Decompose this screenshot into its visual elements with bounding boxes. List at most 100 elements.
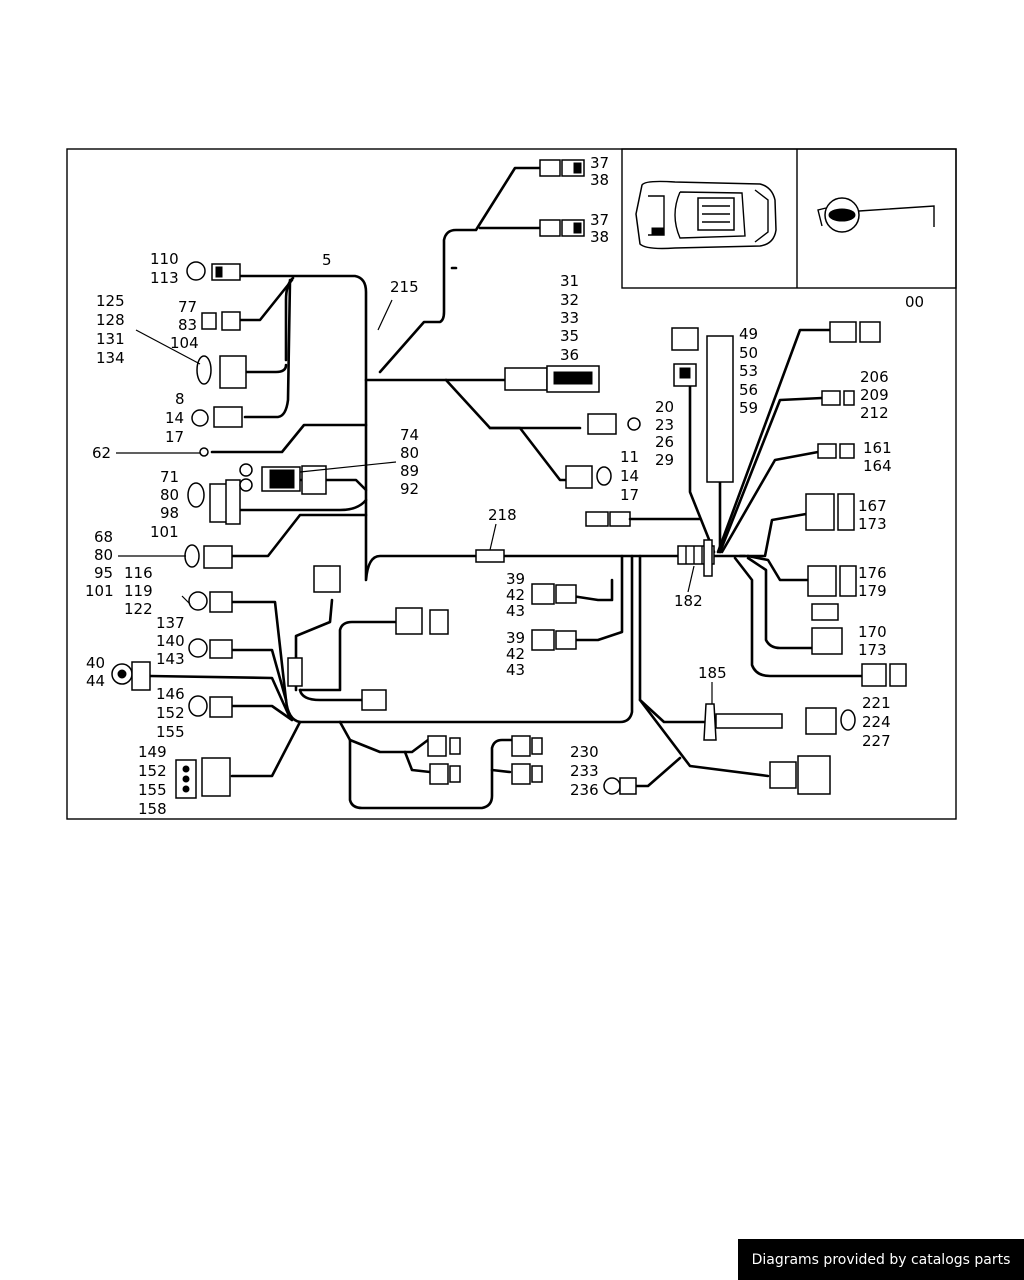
bulb-holder-110 — [186, 261, 206, 281]
callout-176-0: 176 — [858, 564, 887, 582]
callout-37b-0: 37 — [590, 211, 609, 229]
vehicle-inset-frame — [621, 148, 957, 289]
callout-221-0: 221 — [862, 694, 891, 712]
callout-74-3: 92 — [400, 480, 419, 498]
callout-62: 62 — [92, 444, 111, 462]
harness-wires — [148, 166, 864, 810]
callout-71-3: 101 — [150, 523, 179, 541]
attribution-footer: Diagrams provided by catalogs parts — [738, 1239, 1024, 1280]
callout-39a-1: 42 — [506, 586, 525, 604]
callout-206-1: 209 — [860, 386, 889, 404]
callout-230-1: 233 — [570, 762, 599, 780]
callout-167-1: 173 — [858, 515, 887, 533]
callout-230-0: 230 — [570, 743, 599, 761]
callout-5: 5 — [322, 251, 332, 269]
callout-20-0: 20 — [655, 398, 674, 416]
callout-116-1: 119 — [124, 582, 153, 600]
callout-labels: 5 215 110 113 77 83 125 128 131 134 104 … — [85, 154, 892, 818]
vehicle-top-view-icon — [635, 180, 777, 250]
callout-125-1: 128 — [96, 311, 125, 329]
callout-8-2: 17 — [165, 428, 184, 446]
callout-125-2: 131 — [96, 330, 125, 348]
callout-37a-0: 37 — [590, 154, 609, 172]
callout-39b-2: 43 — [506, 661, 525, 679]
callout-8-1: 14 — [165, 409, 184, 427]
callout-49-1: 50 — [739, 344, 758, 362]
callout-146-0: 146 — [156, 685, 185, 703]
callout-77-1: 83 — [178, 316, 197, 334]
callout-137-0: 137 — [156, 614, 185, 632]
page-code-label: 00 — [905, 293, 924, 311]
attribution-text: Diagrams provided by catalogs parts — [751, 1251, 1011, 1268]
callout-218: 218 — [488, 506, 517, 524]
callout-116-2: 122 — [124, 600, 153, 618]
callout-leaders — [116, 299, 713, 704]
callout-146-1: 152 — [156, 704, 185, 722]
callout-77-0: 77 — [178, 298, 197, 316]
callout-221-2: 227 — [862, 732, 891, 750]
callout-146-2: 155 — [156, 723, 185, 741]
callout-170-0: 170 — [858, 623, 887, 641]
callout-149-1: 152 — [138, 762, 167, 780]
callout-71-2: 98 — [160, 504, 179, 522]
callout-149-3: 158 — [138, 800, 167, 818]
callout-137-1: 140 — [156, 632, 185, 650]
callout-176-1: 179 — [858, 582, 887, 600]
callout-11-0: 11 — [620, 448, 639, 466]
callout-71-0: 71 — [160, 468, 179, 486]
callout-39a-2: 43 — [506, 602, 525, 620]
callout-20-3: 29 — [655, 451, 674, 469]
callout-230-2: 236 — [570, 781, 599, 799]
callout-40-1: 44 — [86, 672, 105, 690]
callout-20-1: 23 — [655, 416, 674, 434]
callout-68-3: 101 — [85, 582, 114, 600]
callout-221-1: 224 — [862, 713, 891, 731]
callout-49-4: 59 — [739, 399, 758, 417]
callout-31-0: 31 — [560, 272, 579, 290]
callout-215: 215 — [390, 278, 419, 296]
callout-39a-0: 39 — [506, 570, 525, 588]
callout-31-1: 32 — [560, 291, 579, 309]
callout-31-4: 36 — [560, 346, 579, 364]
callout-110-0: 110 — [150, 250, 179, 268]
callout-39b-0: 39 — [506, 629, 525, 647]
diagram-frame — [66, 148, 957, 820]
callout-74-1: 80 — [400, 444, 419, 462]
callout-68-2: 95 — [94, 564, 113, 582]
callout-137-2: 143 — [156, 650, 185, 668]
callout-8-0: 8 — [175, 390, 185, 408]
callout-161-1: 164 — [863, 457, 892, 475]
callout-31-2: 33 — [560, 309, 579, 327]
callout-49-3: 56 — [739, 381, 758, 399]
callout-37b-1: 38 — [590, 228, 609, 246]
callout-49-2: 53 — [739, 362, 758, 380]
callout-49-0: 49 — [739, 325, 758, 343]
callout-125-3: 134 — [96, 349, 125, 367]
callout-74-2: 89 — [400, 462, 419, 480]
steering-wheel-icon — [817, 197, 935, 233]
callout-20-2: 26 — [655, 433, 674, 451]
callout-71-1: 80 — [160, 486, 179, 504]
callout-206-2: 212 — [860, 404, 889, 422]
callout-40-0: 40 — [86, 654, 105, 672]
callout-206-0: 206 — [860, 368, 889, 386]
callout-116-0: 116 — [124, 564, 153, 582]
callout-182: 182 — [674, 592, 703, 610]
callout-125-0: 125 — [96, 292, 125, 310]
callout-149-0: 149 — [138, 743, 167, 761]
callout-31-3: 35 — [560, 327, 579, 345]
callout-11-1: 14 — [620, 467, 639, 485]
callout-104: 104 — [170, 334, 199, 352]
callout-161-0: 161 — [863, 439, 892, 457]
callout-167-0: 167 — [858, 497, 887, 515]
harness-components — [111, 159, 907, 799]
callout-39b-1: 42 — [506, 645, 525, 663]
callout-68-1: 80 — [94, 546, 113, 564]
callout-110-1: 113 — [150, 269, 179, 287]
callout-185: 185 — [698, 664, 727, 682]
callout-74-0: 74 — [400, 426, 419, 444]
callout-37a-1: 38 — [590, 171, 609, 189]
callout-170-1: 173 — [858, 641, 887, 659]
callout-149-2: 155 — [138, 781, 167, 799]
